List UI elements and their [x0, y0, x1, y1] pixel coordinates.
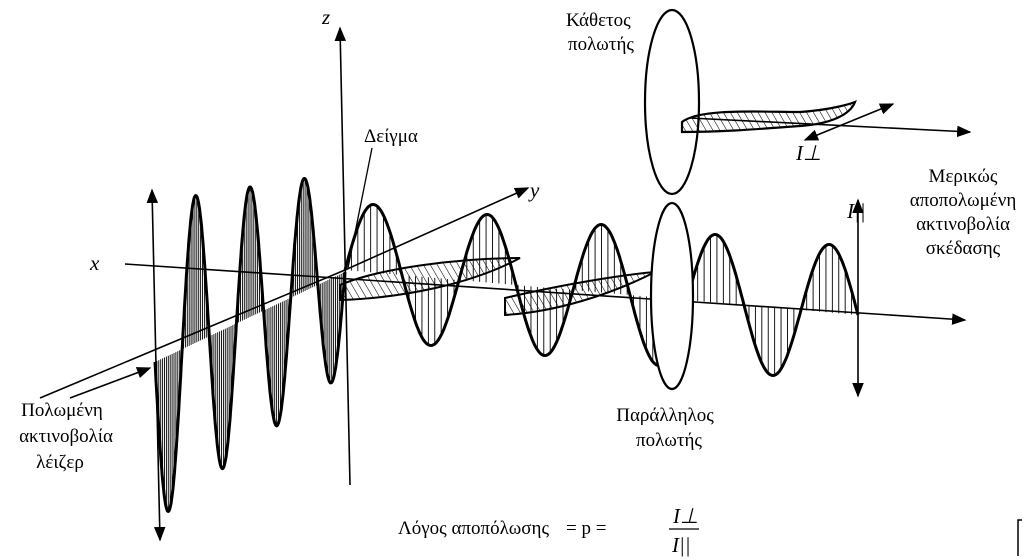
y-axis	[344, 187, 530, 271]
parallel-polarizer-label-2: πολωτής	[636, 430, 702, 451]
I-perp-arrow	[803, 103, 895, 141]
scattered-label-3: ακτινοβολία	[916, 214, 1010, 235]
laser-label-2: ακτινοβολία	[19, 426, 113, 447]
laser-wave	[153, 177, 347, 513]
perpendicular-polarizer	[643, 8, 701, 196]
y-axis-label: y	[528, 178, 540, 202]
scattered-wave-perpendicular	[339, 257, 656, 317]
laser-direction-axis	[39, 269, 346, 399]
z-axis-label: z	[321, 5, 330, 29]
I-par-label: I||	[846, 199, 866, 223]
x-axis	[124, 263, 967, 325]
laser-input-arrow	[69, 367, 152, 399]
formula-eq: = p =	[566, 518, 606, 539]
formula-text: Λόγος αποπόλωσης	[398, 518, 549, 539]
scattered-label-4: σκέδασης	[926, 238, 1001, 259]
perpendicular-polarizer-label-1: Κάθετος	[566, 10, 631, 31]
wave-curve	[153, 177, 347, 513]
parallel-polarizer-label-1: Παράλληλος	[616, 405, 714, 426]
sample-pointer	[347, 147, 373, 269]
formula-denominator: I||	[671, 533, 691, 557]
parallel-polarizer	[649, 201, 695, 391]
x-axis-label: x	[89, 251, 100, 275]
wave-curve	[343, 202, 860, 378]
perpendicular-beam-wave	[680, 100, 857, 134]
incident-polarization-arrow	[146, 188, 166, 542]
sample-label: Δείγμα	[364, 126, 418, 147]
formula-numerator: I⊥	[672, 504, 698, 528]
laser-label-1: Πολωμένη	[21, 400, 103, 421]
I-perp-label: I⊥	[795, 141, 821, 165]
scattered-label-2: αποπολωμένη	[910, 190, 1017, 211]
z-axis	[334, 26, 351, 486]
laser-label-3: λέιζερ	[36, 452, 84, 473]
scattered-label-1: Μερικώς	[929, 166, 998, 187]
perpendicular-polarizer-label-2: πολωτής	[568, 34, 634, 55]
edge-bracket	[1017, 519, 1022, 556]
